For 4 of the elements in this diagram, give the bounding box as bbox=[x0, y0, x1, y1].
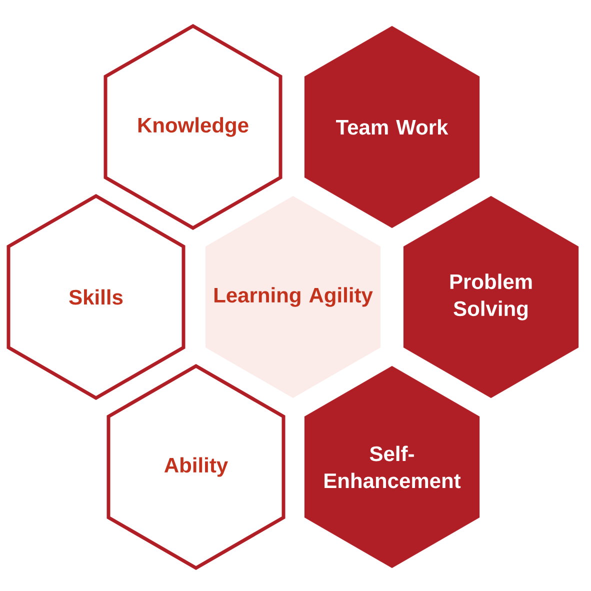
hexagon: Learning Agility bbox=[206, 196, 380, 398]
hexagon: Self-Enhancement bbox=[304, 366, 480, 568]
hexagon: Team Work bbox=[304, 26, 480, 228]
hexagon: Problem Solving bbox=[403, 196, 579, 398]
